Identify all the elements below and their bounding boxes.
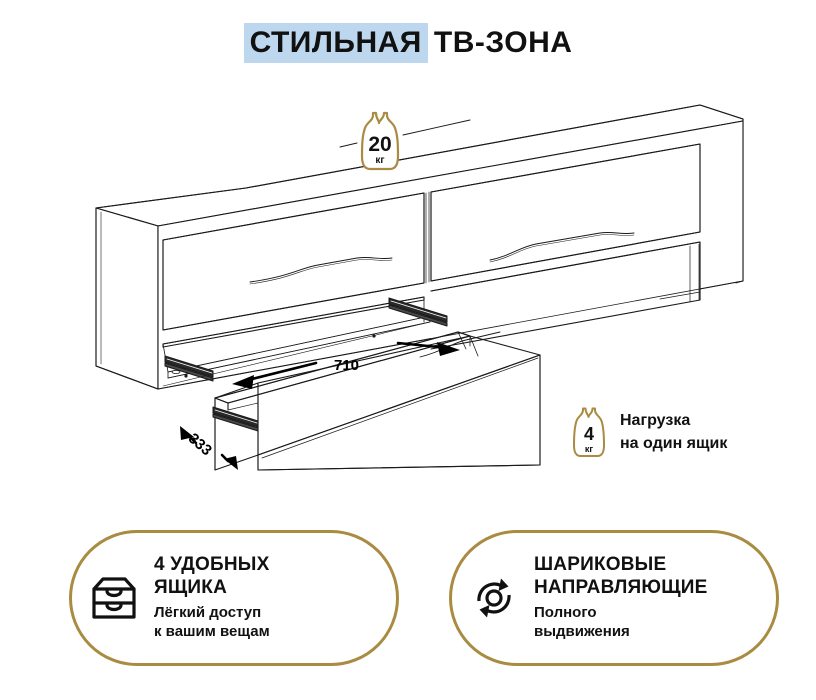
- feature-drawers-sub-line1: Лёгкий доступ: [154, 603, 262, 621]
- feature-pill-drawers-text: 4 УДОБНЫХ ЯЩИКА Лёгкий доступ к вашим ве…: [154, 554, 396, 641]
- drawer-load-caption: Нагрузка на один ящик: [620, 409, 727, 455]
- page-title-highlight: СТИЛЬНАЯ: [243, 23, 428, 63]
- feature-slides-head-line2: НАПРАВЛЯЮЩИЕ: [534, 576, 708, 598]
- feature-pill-drawers: 4 УДОБНЫХ ЯЩИКА Лёгкий доступ к вашим ве…: [69, 530, 399, 666]
- feature-drawers-head-line1: 4 УДОБНЫХ: [154, 554, 270, 576]
- feature-slides-sub-line1: Полного: [534, 603, 597, 621]
- weight-icon: [360, 111, 400, 171]
- feature-drawers-sub-line2: к вашим вещам: [154, 623, 270, 641]
- feature-pill-slides-text: ШАРИКОВЫЕ НАПРАВЛЯЮЩИЕ Полного выдвижени…: [534, 554, 776, 641]
- feature-pill-slides: ШАРИКОВЫЕ НАПРАВЛЯЮЩИЕ Полного выдвижени…: [449, 530, 779, 666]
- drawer-load-caption-line2: на один ящик: [620, 435, 728, 453]
- weight-capacity-unit-top: кг: [375, 155, 385, 166]
- drawer-load-badge: 4 кг: [570, 406, 608, 462]
- page-title-rest: ТВ-ЗОНА: [433, 26, 573, 59]
- drawer-load-unit: кг: [584, 444, 594, 454]
- drawer-load-caption-line1: Нагрузка: [620, 412, 691, 429]
- feature-drawers-head-line2: ЯЩИКА: [154, 576, 227, 598]
- drawer-chest-icon: [90, 575, 138, 621]
- drawer-load-value: 4: [583, 424, 594, 444]
- ball-bearing-rotation-icon: [470, 575, 518, 621]
- weight-capacity-badge-top: 20 кг: [357, 110, 403, 176]
- feature-slides-head-line1: ШАРИКОВЫЕ: [534, 554, 667, 576]
- feature-slides-sub-line2: выдвижения: [534, 623, 630, 641]
- weight-capacity-value-top: 20: [368, 133, 392, 156]
- weight-icon: [573, 407, 605, 457]
- dimension-label-width: 710: [334, 357, 360, 374]
